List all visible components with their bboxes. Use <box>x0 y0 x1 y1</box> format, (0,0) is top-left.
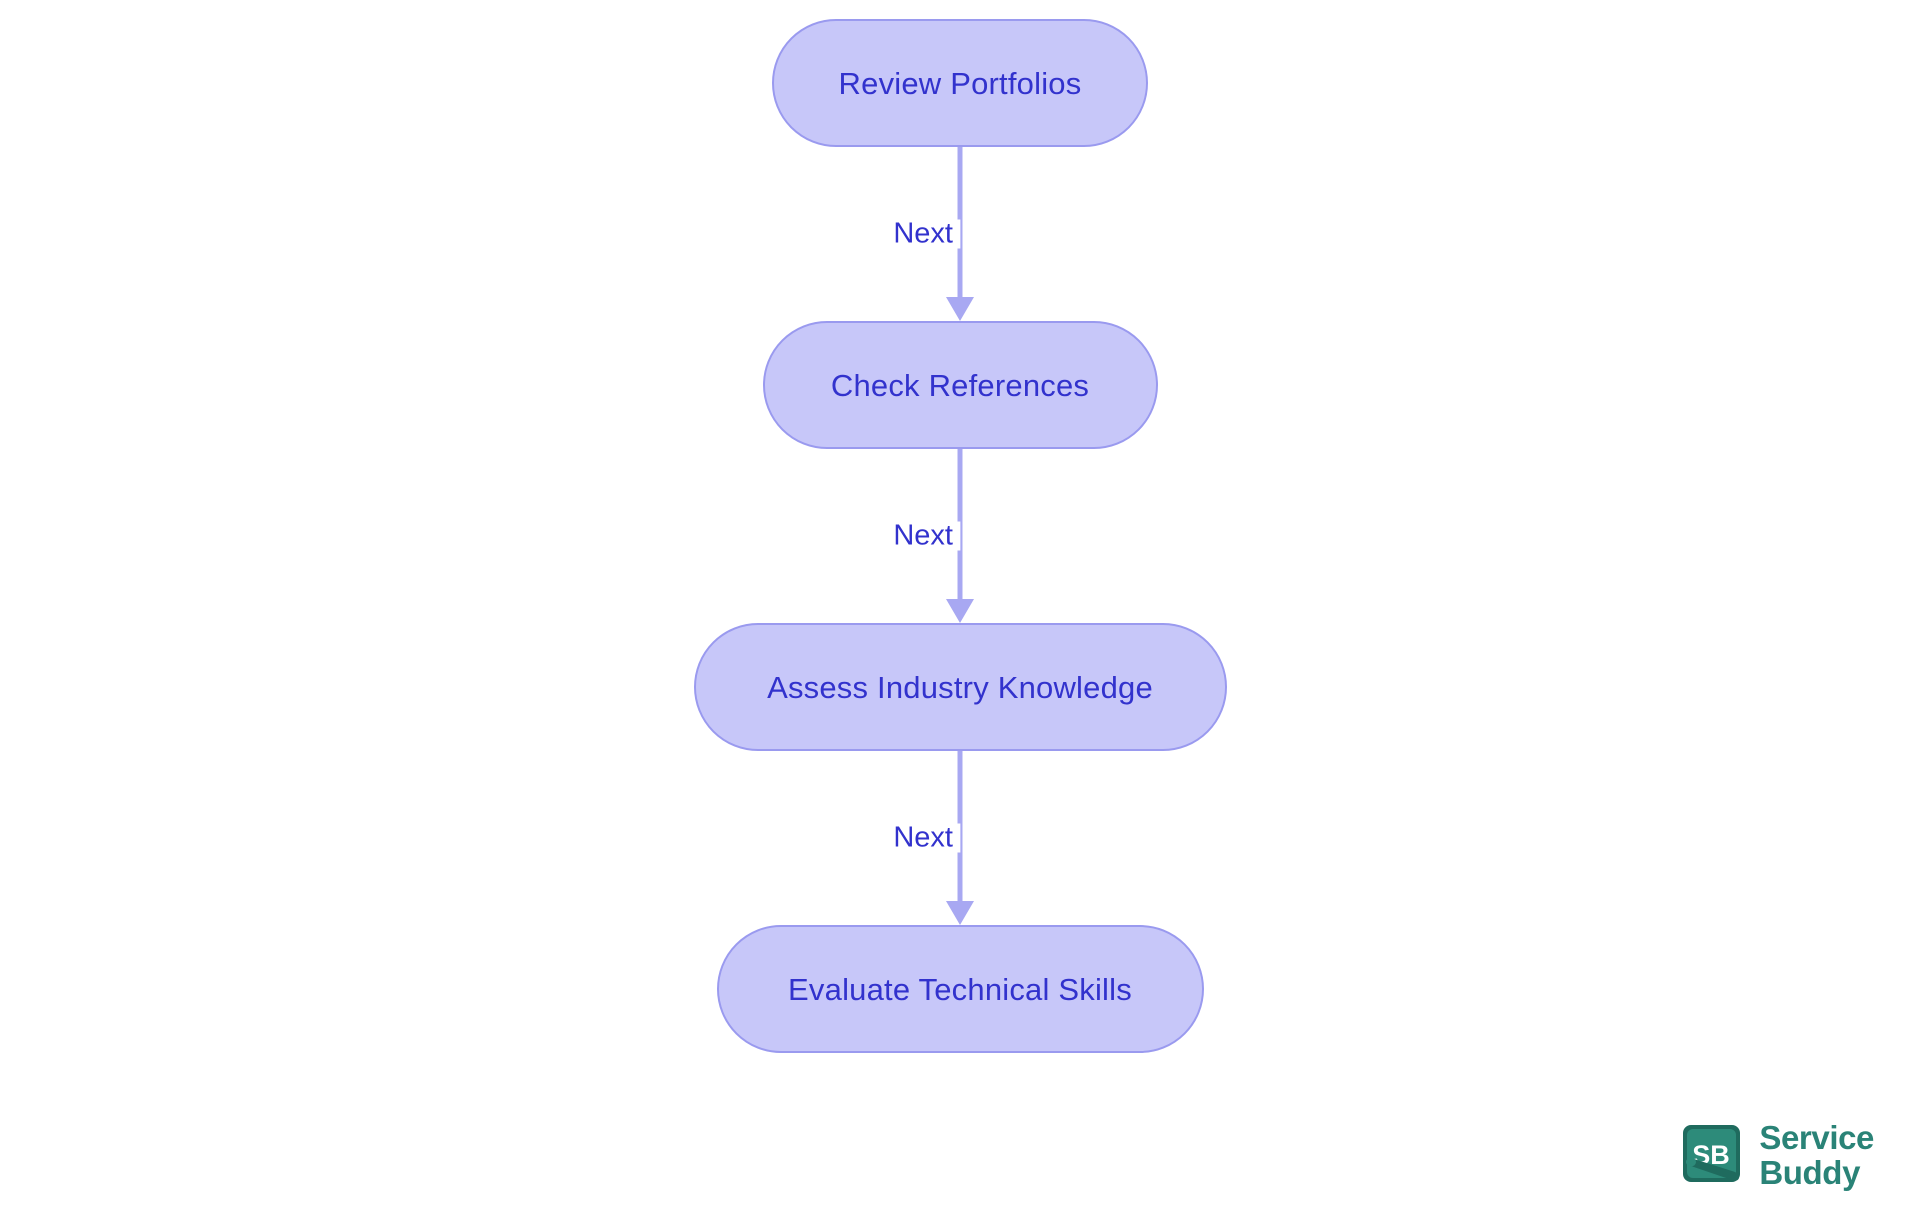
arrowhead-icon <box>946 901 974 925</box>
flow-connector-1: Next <box>810 147 1110 321</box>
connector-line <box>957 449 963 599</box>
flow-connector-2: Next <box>810 449 1110 623</box>
flow-node-evaluate-technical-skills[interactable]: Evaluate Technical Skills <box>716 925 1204 1053</box>
connector-line <box>957 751 963 901</box>
logo-name-line-2: Buddy <box>1759 1153 1861 1191</box>
connector-line <box>957 147 963 297</box>
connector-label: Next <box>893 823 960 853</box>
flow-node-review-portfolios[interactable]: Review Portfolios <box>772 19 1148 147</box>
connector-label: Next <box>893 219 960 249</box>
flow-node-check-references[interactable]: Check References <box>762 321 1158 449</box>
service-buddy-wordmark: Service Buddy <box>1759 1121 1874 1190</box>
flow-container: Review Portfolios Next Check References … <box>693 19 1227 1053</box>
service-buddy-mark-icon: SB <box>1682 1124 1745 1187</box>
arrowhead-icon <box>946 599 974 623</box>
flow-node-label: Check References <box>830 367 1090 403</box>
flow-node-label: Evaluate Technical Skills <box>788 971 1132 1007</box>
connector-label: Next <box>893 521 960 551</box>
logo-name-line-1: Service <box>1759 1119 1874 1157</box>
flow-node-assess-industry-knowledge[interactable]: Assess Industry Knowledge <box>693 623 1227 751</box>
flow-node-label: Assess Industry Knowledge <box>767 669 1153 705</box>
flow-node-label: Review Portfolios <box>838 65 1082 101</box>
flow-connector-3: Next <box>810 751 1110 925</box>
arrowhead-icon <box>946 297 974 321</box>
service-buddy-logo: SB Service Buddy <box>1682 1121 1874 1190</box>
